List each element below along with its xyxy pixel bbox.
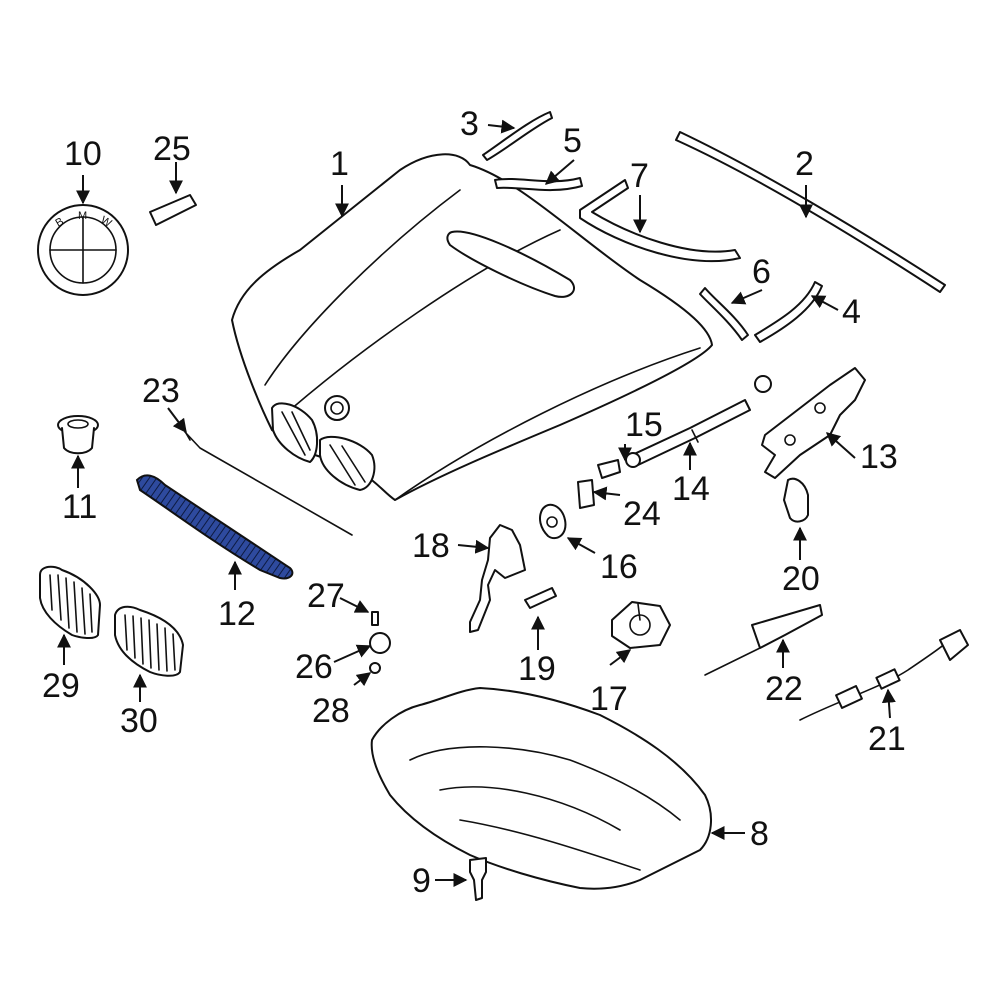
screw-27 bbox=[371, 611, 379, 626]
seal-strip-7 bbox=[579, 179, 741, 262]
callout-18: 18 bbox=[412, 527, 450, 565]
grille-left bbox=[39, 565, 101, 639]
release-cable-21 bbox=[799, 629, 969, 721]
callout-12: 12 bbox=[218, 595, 256, 633]
emblem-letter-m: M bbox=[78, 210, 87, 222]
callout-24: 24 bbox=[623, 495, 661, 533]
callout-27: 27 bbox=[307, 577, 345, 615]
callout-19: 19 bbox=[518, 650, 556, 688]
seal-strip-3 bbox=[482, 111, 553, 161]
release-cable-22 bbox=[704, 604, 823, 676]
callout-25: 25 bbox=[153, 130, 191, 168]
seal-strip-6 bbox=[699, 287, 749, 341]
push-clip-9 bbox=[469, 857, 487, 901]
grille-right bbox=[114, 605, 184, 677]
callout-7: 7 bbox=[630, 157, 649, 195]
callout-16: 16 bbox=[600, 548, 638, 586]
callout-15: 15 bbox=[625, 406, 663, 444]
clip-19 bbox=[524, 587, 557, 609]
highlighted-hood-seal-12[interactable] bbox=[135, 474, 294, 580]
callout-21: 21 bbox=[868, 720, 906, 758]
callout-11: 11 bbox=[62, 488, 97, 526]
seal-strip-5 bbox=[494, 177, 583, 192]
bracket-20 bbox=[783, 477, 809, 523]
callout-1: 1 bbox=[330, 145, 349, 183]
callout-20: 20 bbox=[782, 560, 820, 598]
bolt-15 bbox=[597, 459, 621, 479]
callout-13: 13 bbox=[860, 438, 898, 476]
hood-hinge bbox=[761, 367, 866, 479]
grommet-11 bbox=[57, 415, 99, 455]
grommet-26 bbox=[369, 632, 391, 654]
bracket-16 bbox=[539, 503, 567, 540]
hood-panel bbox=[231, 153, 713, 501]
gas-strut bbox=[625, 375, 772, 468]
callout-30: 30 bbox=[120, 702, 158, 740]
callout-2: 2 bbox=[795, 145, 814, 183]
hood-support-rod bbox=[184, 431, 353, 536]
callout-3: 3 bbox=[460, 105, 479, 143]
leader-lines bbox=[57, 119, 896, 887]
callout-6: 6 bbox=[752, 253, 771, 291]
callout-numbers: 1 2 3 4 5 6 7 8 9 10 11 12 13 14 15 16 1… bbox=[42, 105, 906, 900]
badge-25 bbox=[149, 194, 197, 226]
callout-5: 5 bbox=[563, 122, 582, 160]
callout-29: 29 bbox=[42, 667, 80, 705]
callout-28: 28 bbox=[312, 692, 350, 730]
callout-4: 4 bbox=[842, 293, 861, 331]
callout-22: 22 bbox=[765, 670, 803, 708]
hood-seal-rear bbox=[675, 131, 946, 293]
callout-26: 26 bbox=[295, 648, 333, 686]
seal-strip-4 bbox=[754, 281, 823, 343]
bmw-emblem: B M W bbox=[37, 204, 129, 296]
buffer-24 bbox=[577, 479, 595, 509]
hood-latch-18 bbox=[469, 524, 526, 633]
hood-lock-17 bbox=[611, 601, 671, 649]
callout-9: 9 bbox=[412, 862, 431, 900]
callout-17: 17 bbox=[590, 680, 628, 718]
hood-insulation-8 bbox=[370, 687, 712, 890]
callout-23: 23 bbox=[142, 372, 180, 410]
callout-8: 8 bbox=[750, 815, 769, 853]
callout-14: 14 bbox=[672, 470, 710, 508]
nut-28 bbox=[369, 662, 381, 674]
callout-10: 10 bbox=[64, 135, 102, 173]
